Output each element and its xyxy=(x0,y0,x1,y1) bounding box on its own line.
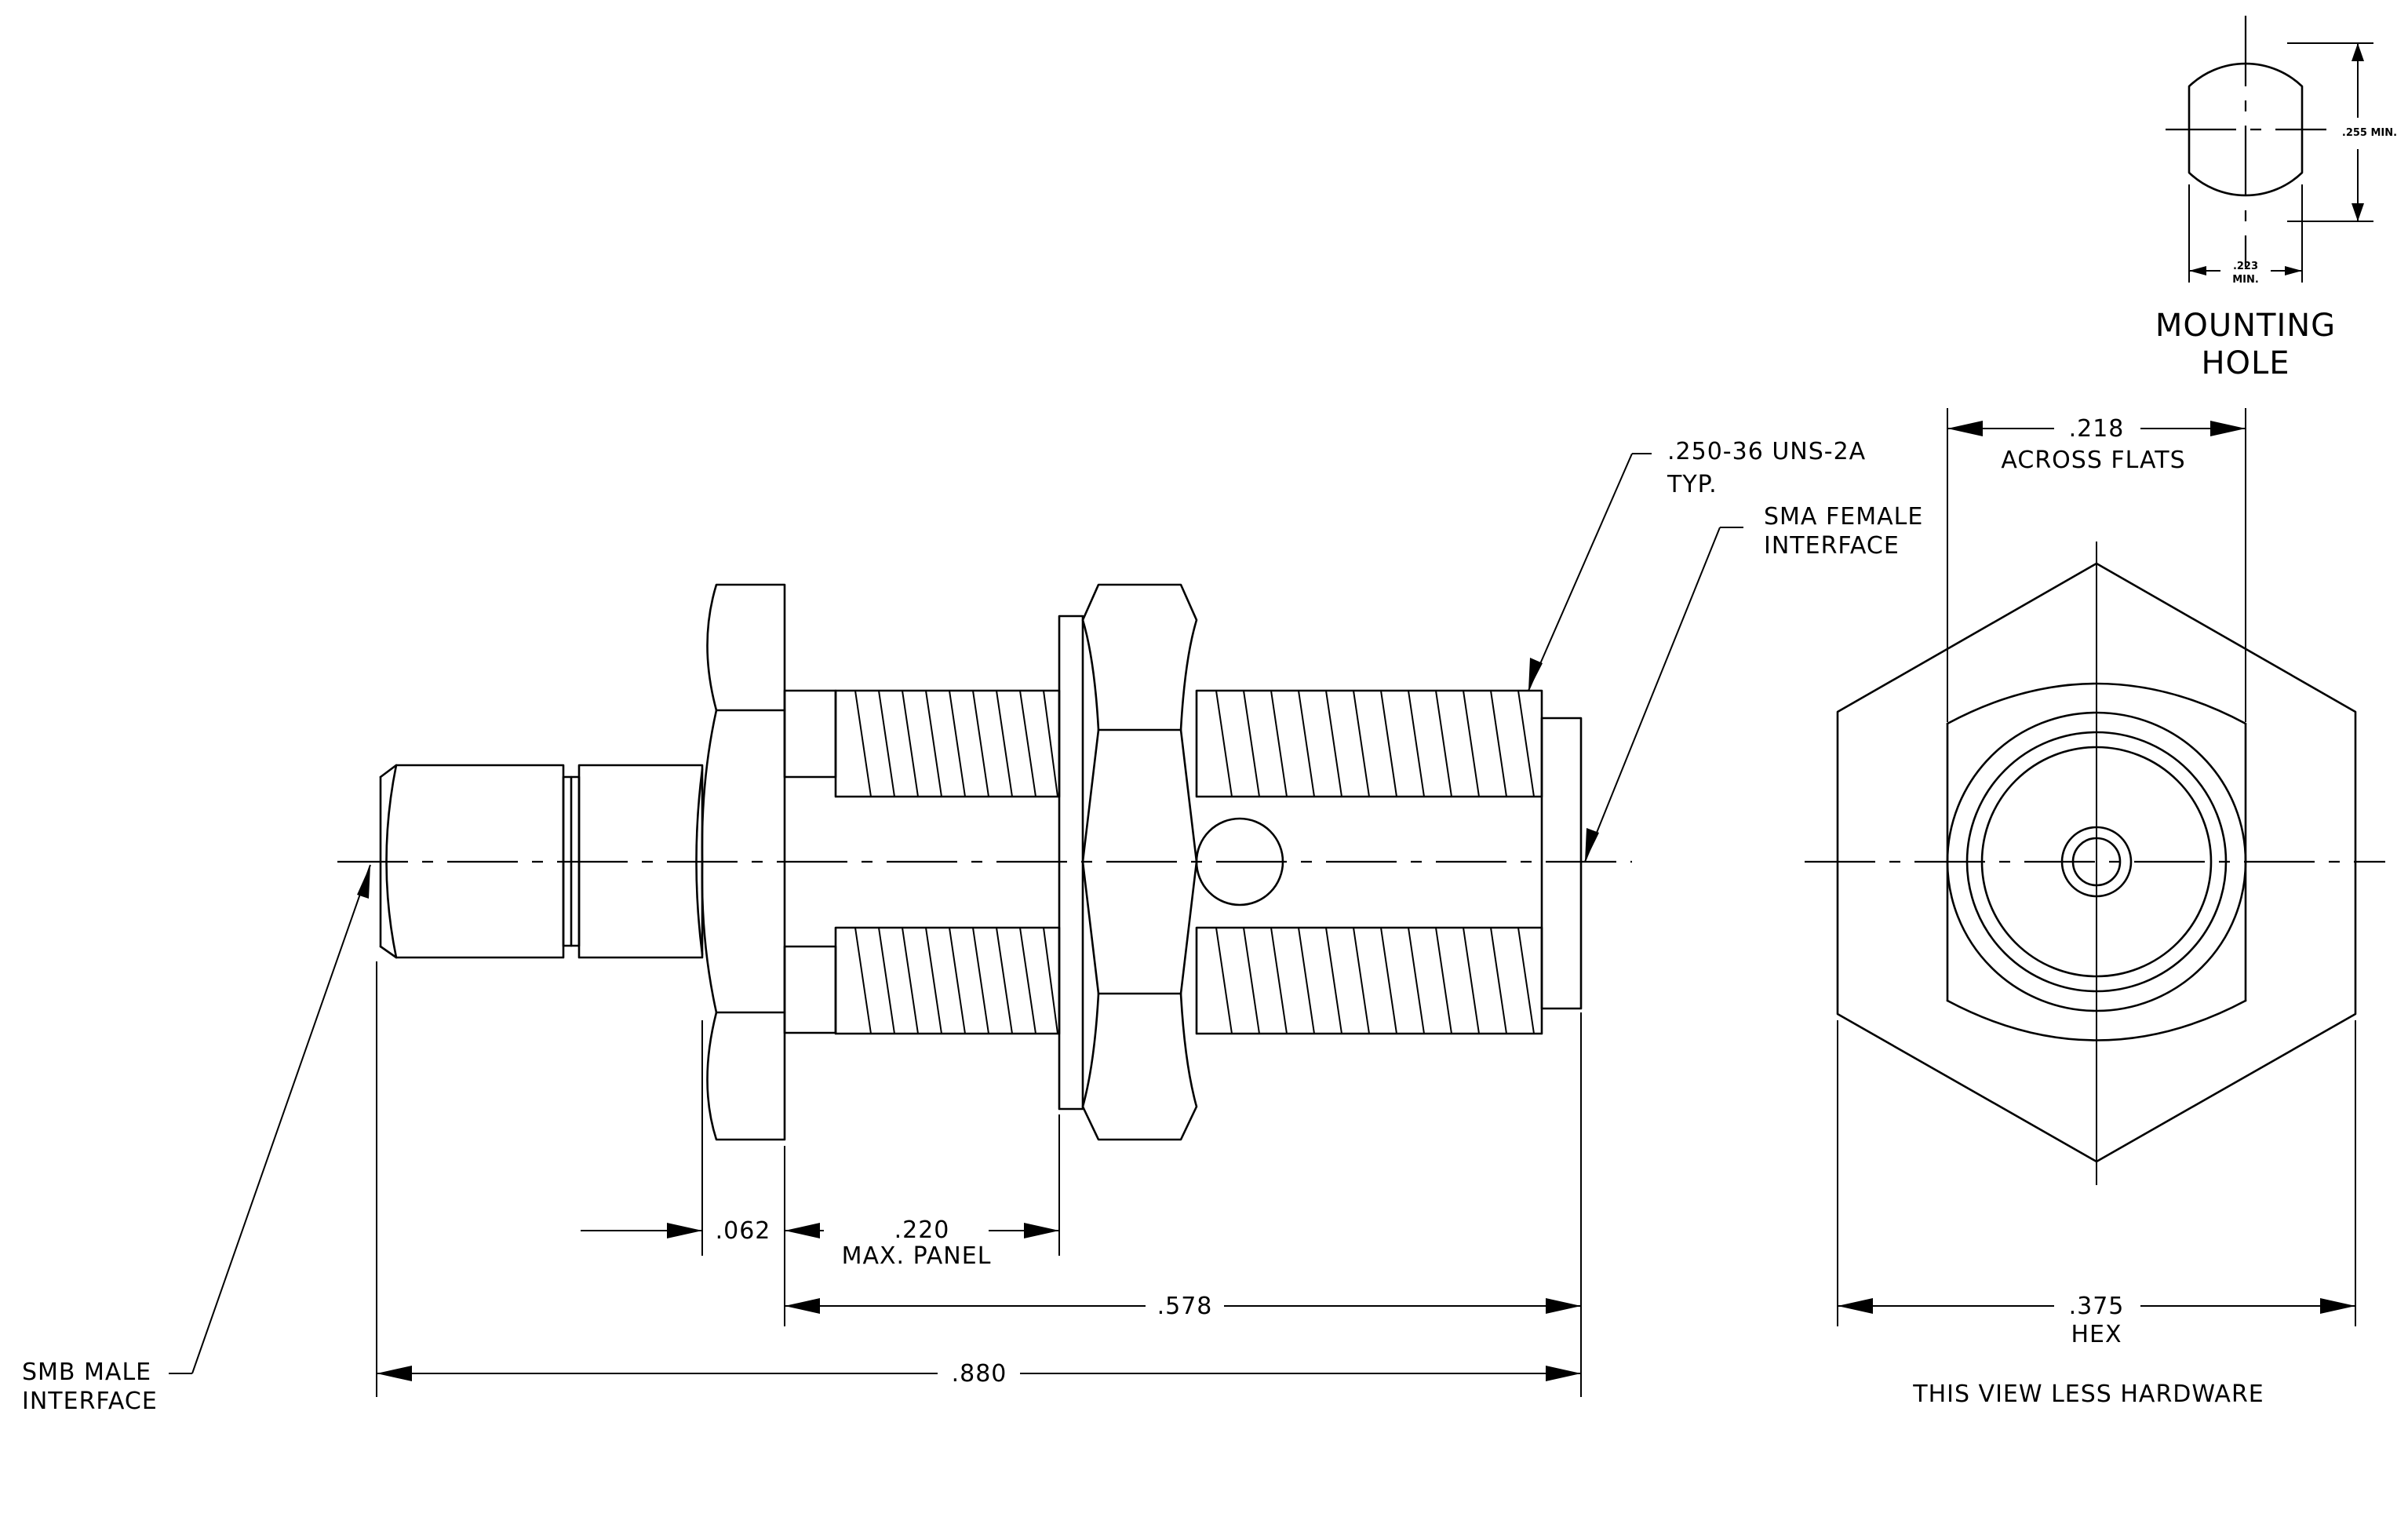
smb-male-label: SMB MALE xyxy=(22,1359,151,1386)
end-view-ring-inner xyxy=(1980,746,2213,978)
overall-length-dim: .880 xyxy=(952,1360,1007,1388)
hex-note: HEX xyxy=(2071,1321,2122,1348)
flange-hex xyxy=(695,583,786,1141)
end-view-pin-outer xyxy=(2060,826,2133,898)
sma-female-end xyxy=(1540,717,1583,1010)
across-flats-dim: .218 xyxy=(2069,415,2125,443)
end-view-ring-mid xyxy=(1965,731,2228,993)
thread-callout-typ: TYP. xyxy=(1667,471,1718,498)
smb-male-label-2: INTERFACE xyxy=(22,1388,158,1415)
flange-thickness-dim: .062 xyxy=(716,1217,771,1245)
thread-left-upper xyxy=(834,689,1061,798)
sma-female-label-2: INTERFACE xyxy=(1764,532,1900,560)
across-flats-note: ACROSS FLATS xyxy=(2001,447,2185,474)
mounting-hole-outline xyxy=(2188,62,2304,197)
mounting-hole-view: .255 MIN. .223 MIN. MOUNTING HOLE xyxy=(2155,16,2397,381)
mounting-hole-height-dim: .255 MIN. xyxy=(2342,127,2397,139)
panel-thickness-dim: .220 xyxy=(894,1216,950,1244)
thread-right-lower xyxy=(1195,926,1543,1035)
thread-callout: .250-36 UNS-2A xyxy=(1667,438,1866,465)
mounting-hole-width-note: MIN. xyxy=(2232,274,2259,286)
cross-hole xyxy=(1195,817,1284,906)
thread-length-dim: .578 xyxy=(1157,1293,1213,1320)
mounting-hole-title: MOUNTING xyxy=(2155,308,2336,344)
end-view-ring-outer xyxy=(1946,711,2247,1012)
panel-thickness-note: MAX. PANEL xyxy=(842,1242,992,1270)
thread-right-upper xyxy=(1195,689,1543,798)
hex-dim: .375 xyxy=(2069,1293,2125,1320)
end-view-caption: THIS VIEW LESS HARDWARE xyxy=(1912,1381,2264,1408)
thread-left-lower xyxy=(834,926,1061,1035)
sma-female-label: SMA FEMALE xyxy=(1764,503,1923,531)
jam-nut xyxy=(1081,583,1198,1141)
end-view: .218 ACROSS FLATS .375 HEX THIS VIEW LES… xyxy=(1805,408,2385,1408)
mounting-hole-width-dim: .223 xyxy=(2233,261,2258,272)
side-view: .062 .220 MAX. PANEL .578 .880 .250-36 U… xyxy=(22,438,1923,1415)
mounting-hole-title-2: HOLE xyxy=(2201,345,2290,381)
